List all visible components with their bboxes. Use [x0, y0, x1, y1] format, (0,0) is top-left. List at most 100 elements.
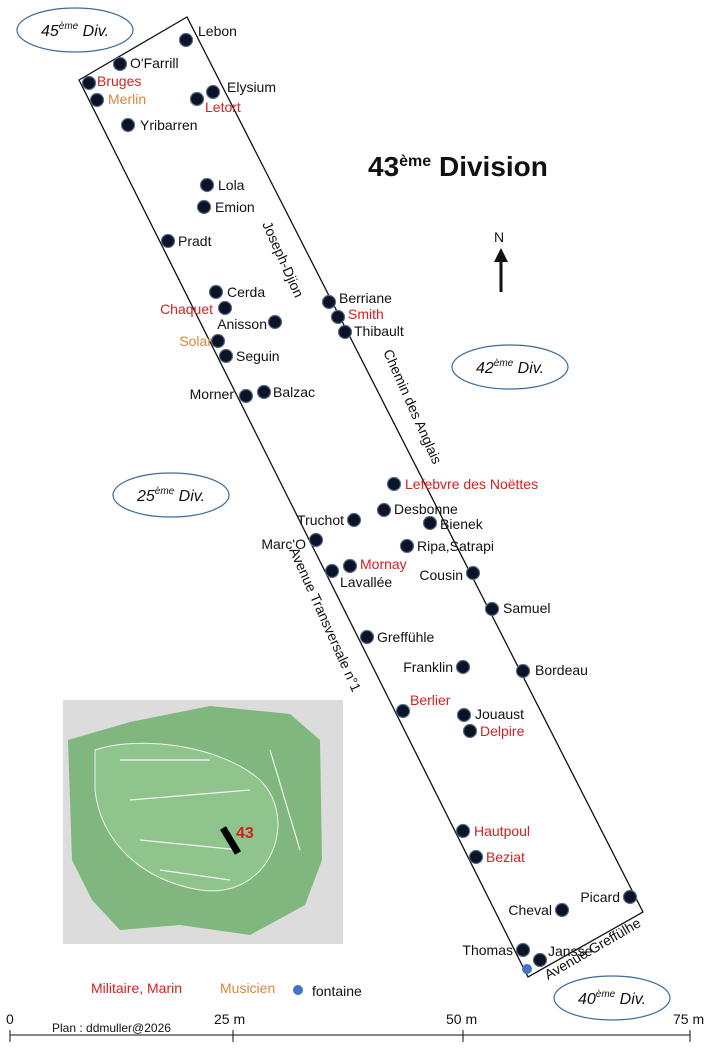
grave-marker-icon[interactable]	[359, 629, 375, 645]
grave-ripa-satrapi[interactable]: Ripa,Satrapi	[399, 538, 495, 554]
grave-greff-hle[interactable]: Greffühle	[359, 629, 435, 645]
grave-yribarren[interactable]: Yribarren	[120, 117, 198, 133]
grave-picard[interactable]: Picard	[580, 889, 638, 905]
grave-balzac[interactable]: Balzac	[256, 384, 316, 400]
grave-truchot[interactable]: Truchot	[297, 512, 362, 528]
legend-fontaine: fontaine	[312, 983, 362, 999]
grave-marker-icon[interactable]	[468, 849, 484, 865]
grave-marker-icon[interactable]	[376, 502, 392, 518]
grave-bordeau[interactable]: Bordeau	[515, 662, 588, 679]
grave-marker-icon[interactable]	[196, 199, 212, 215]
grave-marker-icon[interactable]	[120, 117, 136, 133]
grave-label: Cousin	[419, 567, 463, 583]
grave-merlin[interactable]: Merlin	[89, 91, 147, 108]
grave-label: Seguin	[236, 348, 280, 364]
grave-marker-icon[interactable]	[81, 75, 97, 91]
grave-marker-icon[interactable]	[267, 314, 283, 330]
grave-marker-icon[interactable]	[455, 659, 471, 675]
grave-marker-icon[interactable]	[455, 823, 471, 839]
grave-berriane[interactable]: Berriane	[321, 290, 393, 310]
grave-marker-icon[interactable]	[217, 300, 233, 316]
grave-seguin[interactable]: Seguin	[218, 348, 280, 364]
grave-delpire[interactable]: Delpire	[462, 723, 525, 739]
grave-chaquet[interactable]: Chaquet	[160, 300, 233, 317]
grave-pradt[interactable]: Pradt	[160, 233, 212, 249]
grave-marker-icon[interactable]	[337, 324, 353, 340]
grave-marker-icon[interactable]	[160, 233, 176, 249]
grave-marker-icon[interactable]	[456, 707, 472, 723]
grave-marker-icon[interactable]	[218, 348, 234, 364]
grave-mornay[interactable]: Mornay	[342, 556, 407, 574]
grave-morner[interactable]: Morner	[190, 386, 254, 404]
grave-elysium[interactable]: Elysium	[205, 79, 277, 100]
grave-label: Emion	[215, 199, 255, 215]
grave-label: Anisson	[217, 316, 267, 332]
grave-o-farrill[interactable]: O'Farrill	[112, 55, 179, 72]
grave-marker-icon[interactable]	[321, 294, 337, 310]
grave-lebon[interactable]: Lebon	[178, 23, 237, 48]
grave-hautpoul[interactable]: Hautpoul	[455, 823, 531, 839]
grave-marker-icon[interactable]	[112, 56, 128, 72]
grave-franklin[interactable]: Franklin	[403, 659, 471, 675]
grave-bienek[interactable]: Bienek	[422, 515, 484, 532]
grave-marker-icon[interactable]	[399, 538, 415, 554]
grave-marker-icon[interactable]	[89, 92, 105, 108]
grave-marker-icon[interactable]	[395, 703, 411, 719]
grave-marker-icon[interactable]	[462, 723, 478, 739]
grave-berlier[interactable]: Berlier	[395, 692, 451, 719]
grave-letort[interactable]: Letort	[189, 91, 241, 116]
grave-emion[interactable]: Emion	[196, 199, 255, 215]
grave-solar[interactable]: Solar	[179, 333, 226, 349]
grave-thibault[interactable]: Thibault	[337, 323, 404, 340]
grave-smith[interactable]: Smith	[330, 306, 384, 325]
grave-samuel[interactable]: Samuel	[484, 600, 551, 617]
grave-marker-icon[interactable]	[199, 177, 215, 193]
grave-marker-icon[interactable]	[465, 565, 481, 581]
grave-marker-icon[interactable]	[308, 532, 324, 548]
grave-marker-icon[interactable]	[484, 601, 500, 617]
grave-marker-icon[interactable]	[189, 91, 205, 107]
division-plot-outline	[78, 16, 644, 978]
grave-anisson[interactable]: Anisson	[217, 314, 283, 333]
grave-cerda[interactable]: Cerda	[208, 284, 266, 300]
grave-marker-icon[interactable]	[346, 512, 362, 528]
grave-marker-icon[interactable]	[622, 889, 638, 905]
grave-marker-icon[interactable]	[208, 284, 224, 300]
grave-marker-icon[interactable]	[532, 952, 548, 968]
grave-cheval[interactable]: Cheval	[508, 902, 570, 918]
grave-lavall-e[interactable]: Lavallée	[324, 563, 393, 591]
grave-label: Jansse	[548, 943, 593, 959]
grave-marker-icon[interactable]	[386, 476, 402, 492]
grave-marker-icon[interactable]	[324, 563, 340, 579]
grave-label: Balzac	[273, 384, 315, 400]
legend-musicien: Musicien	[220, 980, 275, 996]
grave-marker-icon[interactable]	[210, 333, 226, 349]
grave-marker-icon[interactable]	[342, 558, 358, 574]
scale-bar: 0 25 m 50 m 75 m Plan : ddmuller@2026	[6, 1011, 704, 1042]
grave-marker-icon[interactable]	[515, 942, 531, 958]
grave-cousin[interactable]: Cousin	[419, 565, 481, 584]
grave-marker-icon[interactable]	[330, 309, 346, 325]
grave-label: Pradt	[178, 233, 212, 249]
grave-lefebvre-des-no-ttes[interactable]: Lefebvre des Noëttes	[386, 476, 539, 492]
grave-lola[interactable]: Lola	[199, 177, 245, 193]
grave-marker-icon[interactable]	[205, 84, 221, 100]
grave-label: Lola	[218, 177, 245, 193]
grave-beziat[interactable]: Beziat	[468, 849, 526, 865]
grave-marker-icon[interactable]	[515, 663, 531, 679]
grave-marker-icon[interactable]	[422, 515, 438, 531]
grave-marker-icon[interactable]	[256, 384, 272, 400]
grave-thomas[interactable]: Thomas	[462, 942, 531, 958]
grave-jansse[interactable]: Jansse	[532, 943, 593, 968]
grave-marc-o[interactable]: Marc'O	[261, 532, 324, 553]
division-42-badge: 42ème Div.	[451, 344, 569, 390]
grave-marker-icon[interactable]	[238, 388, 254, 404]
grave-jouaust[interactable]: Jouaust	[456, 706, 525, 723]
grave-bruges[interactable]: Bruges	[81, 73, 142, 91]
grave-marker-icon[interactable]	[178, 32, 194, 48]
grave-desbonne[interactable]: Desbonne	[376, 501, 459, 518]
grave-label: Marc'O	[261, 536, 306, 552]
grave-marker-icon[interactable]	[554, 902, 570, 918]
grave-label: Chaquet	[160, 301, 213, 317]
